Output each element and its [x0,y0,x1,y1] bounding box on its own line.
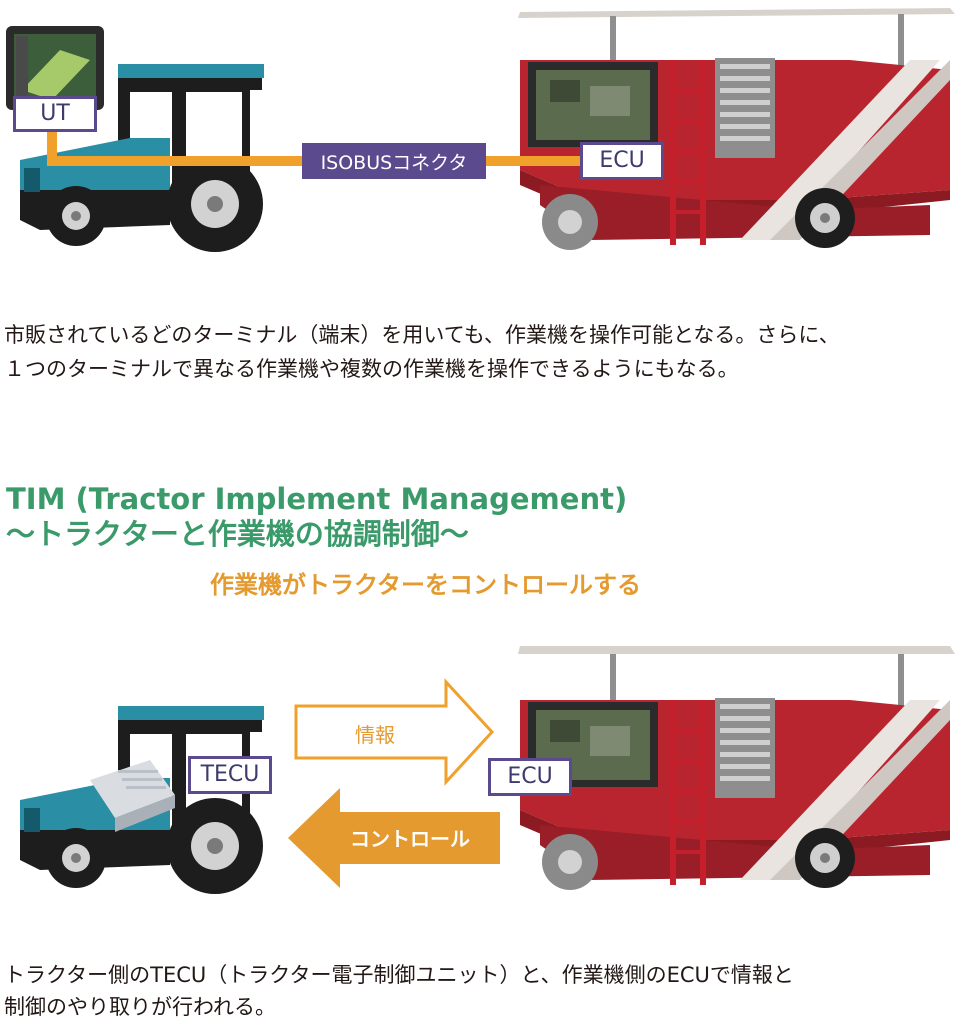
control-arrow [288,788,500,888]
tecu-label: TECU [188,756,272,794]
tim-title-line-2: 〜トラクターと作業機の協調制御〜 [6,517,469,551]
ecu-label-bottom: ECU [488,758,572,796]
info-arrow [294,678,495,786]
description-2-line-2: 制御のやり取りが行われる。 [4,995,276,1019]
description-1-line-1: 市販されているどのターミナル（端末）を用いても、作業機を操作可能となる。さらに、 [4,323,840,347]
bottom-diagram: 情報 コントロール TECU ECU [0,630,967,910]
implement-illustration-bottom [518,646,955,890]
control-arrow-label: コントロール [350,826,470,851]
implement-illustration-top [518,8,955,250]
info-arrow-label: 情報 [355,722,395,747]
description-2-line-1: トラクター側のTECU（トラクター電子制御ユニット）と、作業機側のECUで情報と [4,963,794,987]
tractor-illustration-top [6,26,264,252]
description-1-line-2: １つのターミナルで異なる作業機や複数の作業機を操作できるようにもなる。 [4,357,739,381]
tim-subtitle: 作業機がトラクターをコントロールする [210,571,642,599]
tim-title-line-1: TIM (Tractor Implement Management) [6,482,628,516]
ecu-label-top: ECU [580,142,664,180]
top-diagram: UT ISOBUSコネクタ ECU [0,0,967,290]
connector-line-vertical [47,126,57,166]
ut-label: UT [13,96,97,132]
tractor-illustration-bottom [20,706,264,894]
isobus-connector-label: ISOBUSコネクタ [302,143,486,179]
